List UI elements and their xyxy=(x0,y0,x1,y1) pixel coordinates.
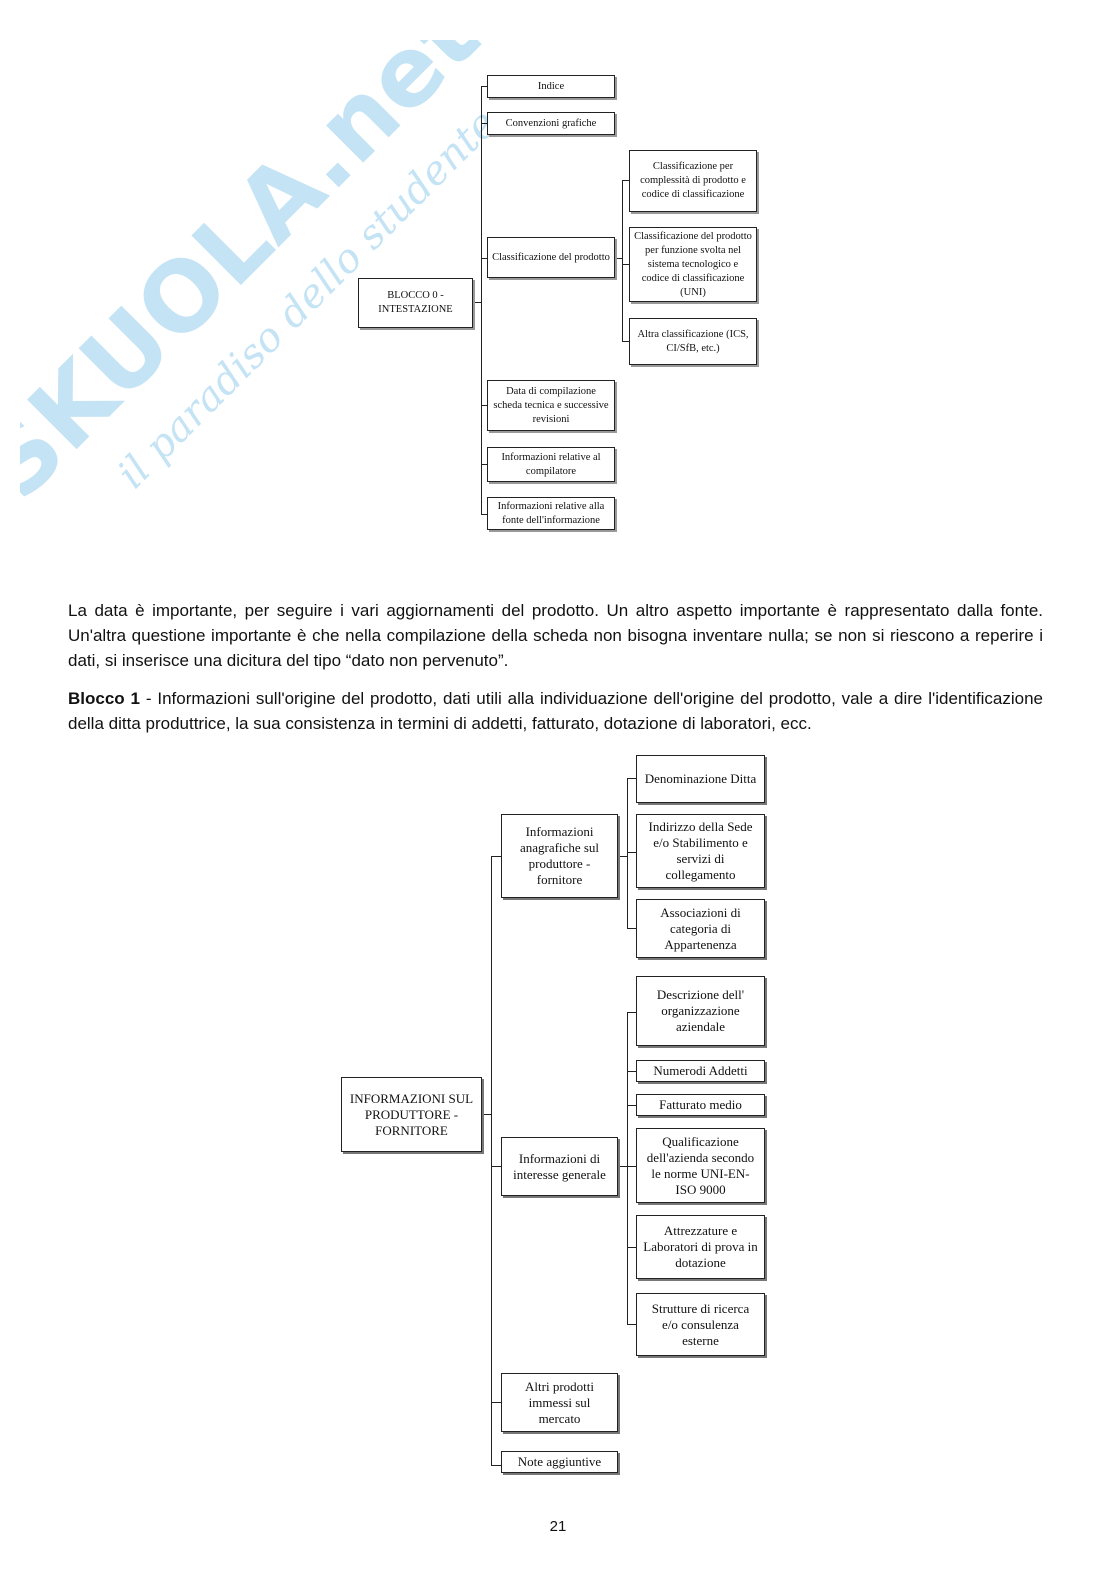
connector xyxy=(627,1105,636,1106)
connector xyxy=(482,1114,492,1115)
connector xyxy=(618,1166,628,1167)
node-convenzioni: Convenzioni grafiche xyxy=(487,112,615,135)
node-class-complessita: Classificazione per complessità di prodo… xyxy=(629,150,757,212)
connector xyxy=(491,856,492,1466)
node-indice: Indice xyxy=(487,75,615,98)
connector xyxy=(481,464,487,465)
connector xyxy=(622,264,629,265)
connector xyxy=(481,405,487,406)
connector xyxy=(481,123,487,124)
node-descrizione-org: Descrizione dell' organizzazione azienda… xyxy=(636,976,765,1046)
node-classificazione: Classificazione del prodotto xyxy=(487,237,615,278)
connector xyxy=(627,928,636,929)
connector xyxy=(615,258,623,259)
connector xyxy=(627,1324,636,1325)
node-data-compilazione: Data di compilazione scheda tecnica e su… xyxy=(487,380,615,431)
connector xyxy=(627,778,636,779)
connector xyxy=(481,86,487,87)
node-attrezzature: Attrezzature e Laboratori di prova in do… xyxy=(636,1215,765,1279)
connector xyxy=(618,856,628,857)
page-number: 21 xyxy=(549,1518,567,1535)
node-altra-class: Altra classificazione (ICS, CI/SfB, etc.… xyxy=(629,318,757,365)
root-node: BLOCCO 0 -INTESTAZIONE xyxy=(358,278,473,328)
node-strutture-ricerca: Strutture di ricerca e/o consulenza este… xyxy=(636,1293,765,1356)
blocco-1-text: - Informazioni sull'origine del prodotto… xyxy=(68,689,1043,733)
node-interesse-generale: Informazioni di interesse generale xyxy=(501,1137,618,1196)
root-node: INFORMAZIONI SUL PRODUTTORE - FORNITORE xyxy=(341,1077,482,1152)
connector xyxy=(627,852,636,853)
connector xyxy=(481,86,482,515)
node-note-aggiuntive: Note aggiuntive xyxy=(501,1451,618,1473)
connector xyxy=(627,1071,636,1072)
node-denominazione: Denominazione Ditta xyxy=(636,755,765,803)
connector xyxy=(627,778,628,929)
connector xyxy=(622,341,629,342)
connector xyxy=(627,1012,628,1325)
paragraph-data-importante: La data è importante, per seguire i vari… xyxy=(68,601,1043,670)
connector xyxy=(491,856,501,857)
connector xyxy=(622,180,623,342)
paragraph-blocco-1: Blocco 1 - Informazioni sull'origine del… xyxy=(68,686,1043,736)
node-anagrafiche: Informazioni anagrafiche sul produttore … xyxy=(501,814,618,898)
node-numero-addetti: Numerodi Addetti xyxy=(636,1060,765,1082)
connector xyxy=(473,302,482,303)
node-fatturato: Fatturato medio xyxy=(636,1094,765,1116)
node-altri-prodotti: Altri prodotti immessi sul mercato xyxy=(501,1373,618,1432)
connector xyxy=(627,1166,636,1167)
connector xyxy=(491,1402,501,1403)
connector xyxy=(491,1166,501,1167)
connector xyxy=(627,1247,636,1248)
node-associazioni: Associazioni di categoria di Appartenenz… xyxy=(636,899,765,958)
connector xyxy=(481,258,487,259)
connector xyxy=(491,1465,501,1466)
node-qualificazione: Qualificazione dell'azienda secondo le n… xyxy=(636,1128,765,1203)
node-class-funzione: Classificazione del prodotto per funzion… xyxy=(629,227,757,302)
connector xyxy=(622,180,629,181)
blocco-1-label: Blocco 1 xyxy=(68,689,140,708)
connector xyxy=(481,514,487,515)
node-indirizzo: Indirizzo della Sede e/o Stabilimento e … xyxy=(636,814,765,888)
node-compilatore: Informazioni relative al compilatore xyxy=(487,447,615,482)
connector xyxy=(627,1012,636,1013)
node-fonte: Informazioni relative alla fonte dell'in… xyxy=(487,497,615,530)
